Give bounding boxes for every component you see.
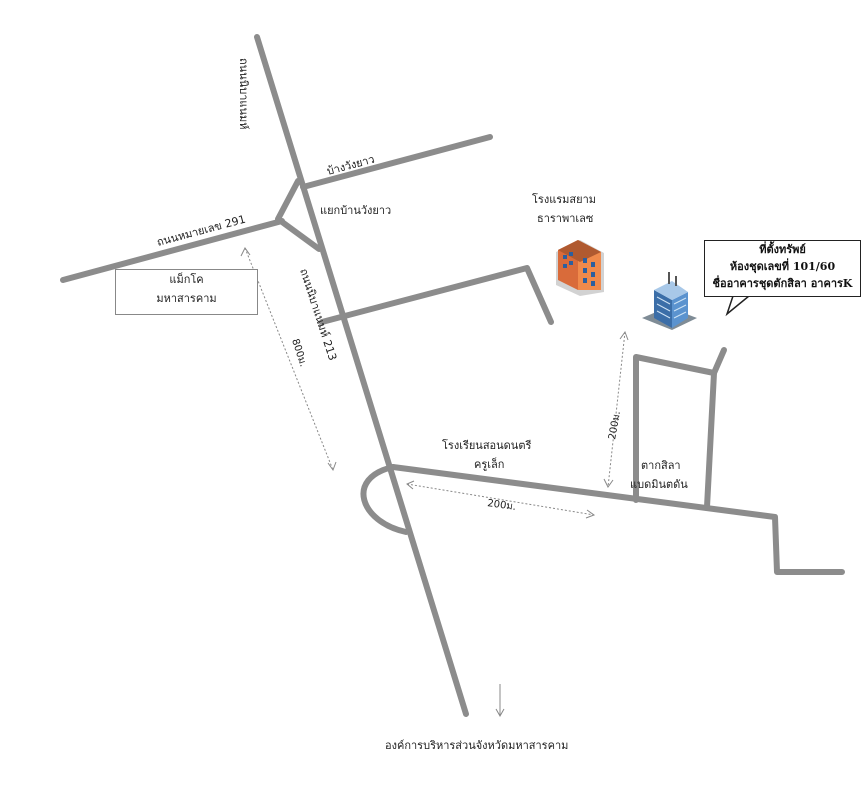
- badminton-label-line2: แบดมินตดัน: [630, 478, 688, 491]
- main-road: [254, 34, 469, 717]
- hotel-soi: [319, 265, 554, 325]
- distance-200-horizontal-label: 200ม.: [487, 498, 517, 513]
- makro-label-line2: มหาสารคาม: [156, 292, 217, 305]
- roundabout-arc: [360, 464, 409, 535]
- callout-pointer: [725, 295, 752, 317]
- property-location-callout: ที่ตั้งทรัพย์ ห้องชุดเลขที่ 101/60 ชื่ออ…: [704, 240, 861, 297]
- school-label-line2: ครูเล็ก: [474, 457, 504, 471]
- callout-unit-number: ห้องชุดเลขที่ 101/60: [729, 260, 836, 273]
- distance-800-label: 800ม.: [289, 338, 308, 369]
- distance-200-horizontal-marker: [406, 483, 595, 516]
- makro-label-line1: แม็กโค: [169, 273, 204, 286]
- junction-triangle: [275, 178, 322, 252]
- distance-200-vertical-marker: [607, 331, 626, 488]
- condo-soi-spur: [711, 347, 727, 376]
- road-ban-wang-yao: [300, 134, 493, 190]
- callout-building-name: ชื่ออาคารชุดตักสิลา อาคารK: [712, 277, 853, 290]
- main-road-upper-label: ถนนนิบาแนมห์: [237, 58, 250, 130]
- school-road: [390, 464, 845, 575]
- callout-title: ที่ตั้งทรัพย์: [759, 243, 806, 256]
- distance-200-vertical-label: 200ม.: [607, 410, 623, 440]
- condo-building-icon: [642, 272, 697, 330]
- hotel-building-icon: [556, 240, 604, 296]
- badminton-label-line1: ตากสิลา: [641, 459, 681, 472]
- condo-soi: [633, 354, 717, 510]
- hotel-label-line2: ธาราพาเลซ: [537, 212, 594, 225]
- makro-landmark-box: แม็กโค มหาสารคาม: [115, 269, 258, 315]
- school-label-line1: โรงเรียนสอนดนตรี: [442, 438, 531, 452]
- hotel-label-line1: โรงแรมสยาม: [532, 192, 596, 206]
- down-arrow-icon: [495, 684, 505, 718]
- junction-label: แยกบ้านวังยาว: [320, 204, 391, 217]
- distance-800-marker: [244, 247, 334, 471]
- pao-label: องค์การบริหารส่วนจังหวัดมหาสารคาม: [385, 739, 568, 752]
- road-291: [60, 218, 285, 283]
